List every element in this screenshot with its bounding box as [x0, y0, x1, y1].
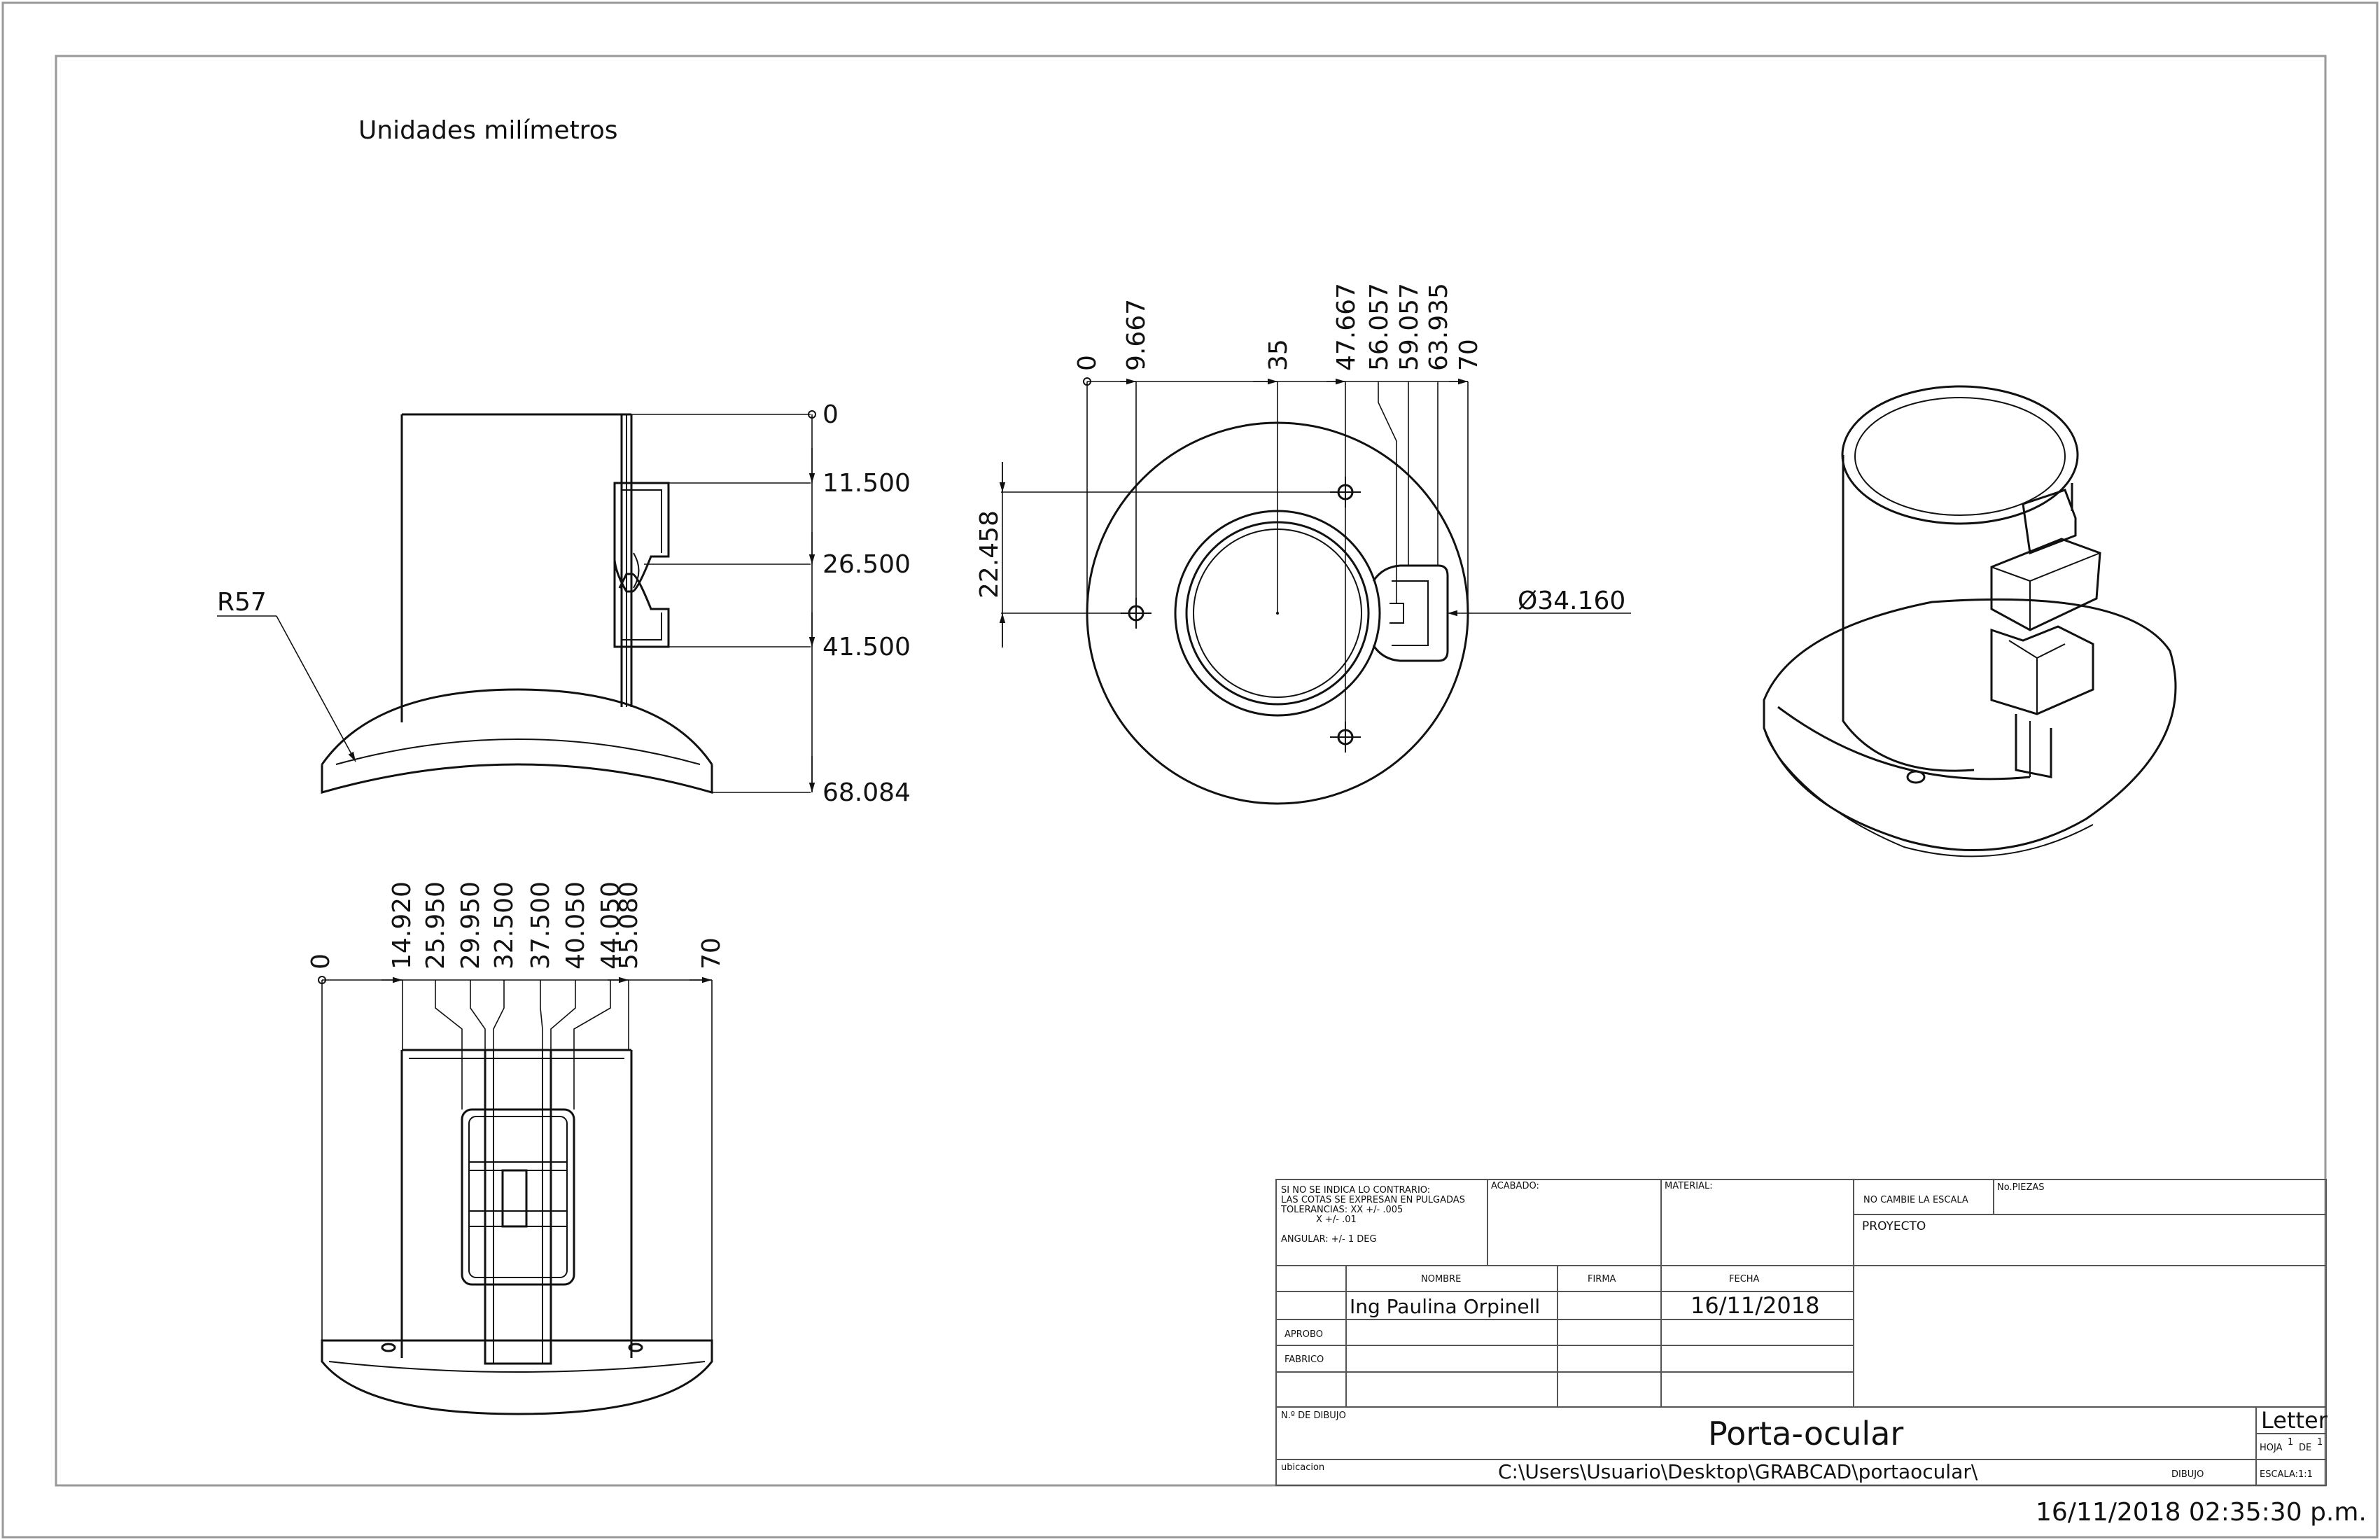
- top-dim-6: 63.935: [1424, 283, 1453, 371]
- side-dim-6: 40.050: [561, 881, 590, 969]
- front-dim-0: 0: [822, 400, 839, 429]
- units-note: Unidades milímetros: [358, 116, 617, 145]
- side-dim-3: 29.950: [456, 881, 485, 969]
- ubicacion-label: ubicacion: [1281, 1462, 1324, 1473]
- front-dim-3: 41.500: [822, 633, 911, 662]
- inner-border: [55, 55, 2327, 1487]
- top-dim-2: 35: [1264, 339, 1293, 371]
- col-fecha: FECHA: [1729, 1274, 1760, 1284]
- col-firma: FIRMA: [1588, 1274, 1616, 1284]
- side-view: 0 14.920 25.950 29.950 32.500 37.500 40.…: [307, 881, 726, 1415]
- acabado-label: ACABADO:: [1491, 1181, 1539, 1191]
- aprobo-label: APROBO: [1284, 1329, 1323, 1340]
- drawing-date: 16/11/2018: [1690, 1292, 1819, 1319]
- de-label: DE: [2299, 1443, 2311, 1453]
- col-nombre: NOMBRE: [1421, 1274, 1461, 1284]
- no-piezas-label: No.PIEZAS: [1997, 1182, 2045, 1193]
- hoja-label: HOJA: [2260, 1443, 2283, 1453]
- front-view: 0 11.500 26.500 41.500 68.084 R57: [217, 400, 911, 807]
- side-dim-7: 44.050: [596, 881, 625, 969]
- radius-label: R57: [217, 588, 267, 617]
- dibujo-no-label: N.º DE DIBUJO: [1281, 1410, 1346, 1421]
- file-path: C:\Users\Usuario\Desktop\GRABCAD\portaoc…: [1498, 1460, 1978, 1483]
- side-dim-2: 25.950: [421, 881, 450, 969]
- tolerance-line-1: SI NO SE INDICA LO CONTRARIO:: [1281, 1185, 1430, 1196]
- tolerance-line-3: TOLERANCIAS: XX +/- .005: [1280, 1205, 1403, 1215]
- tolerance-line-5: ANGULAR: +/- 1 DEG: [1281, 1234, 1377, 1245]
- print-timestamp: 16/11/2018 02:35:30 p.m.: [2036, 1498, 2367, 1527]
- top-dim-7: 70: [1455, 339, 1483, 371]
- side-dim-1: 14.920: [388, 881, 416, 969]
- isometric-view: [1763, 385, 2177, 858]
- fabrico-label: FABRICO: [1284, 1354, 1324, 1365]
- front-dim-4: 68.084: [822, 778, 911, 807]
- diameter-label: Ø34.160: [1518, 587, 1625, 615]
- dibujo-label: DIBUJO: [2171, 1469, 2204, 1480]
- top-dim-0: 0: [1073, 355, 1102, 371]
- escala-label: ESCALA:1:1: [2260, 1469, 2313, 1480]
- side-dim-8: 55.080: [615, 881, 643, 969]
- front-dim-1: 11.500: [822, 469, 911, 498]
- front-dim-2: 26.500: [822, 550, 911, 579]
- paper-size: Letter: [2261, 1407, 2328, 1434]
- side-dim-0: 0: [307, 953, 335, 969]
- side-dim-4: 32.500: [490, 881, 519, 969]
- top-dim-1: 9.667: [1122, 299, 1151, 371]
- top-dim-5: 59.057: [1395, 283, 1424, 371]
- side-dim-9: 70: [697, 937, 726, 969]
- top-view: 0 9.667 35 47.667 56.057 59.057 63.935 7…: [975, 283, 1631, 805]
- title-block: SI NO SE INDICA LO CONTRARIO: LAS COTAS …: [1275, 1179, 2328, 1486]
- hoja-number: 1: [2288, 1437, 2293, 1448]
- side-dim-5: 37.500: [526, 881, 555, 969]
- top-dim-4: 56.057: [1365, 283, 1394, 371]
- drawing-title: Porta-ocular: [1708, 1415, 1903, 1452]
- top-dim-3: 47.667: [1332, 283, 1361, 371]
- de-number: 1: [2317, 1437, 2323, 1448]
- tolerance-line-2: LAS COTAS SE EXPRESAN EN PULGADAS: [1281, 1195, 1465, 1205]
- proyecto-label: PROYECTO: [1862, 1219, 1926, 1233]
- author-name: Ing Paulina Orpinell: [1350, 1295, 1540, 1318]
- tolerance-line-4: X +/- .01: [1316, 1214, 1357, 1225]
- top-dim-vertical: 22.458: [975, 510, 1004, 598]
- material-label: MATERIAL:: [1665, 1181, 1713, 1191]
- no-cambie-label: NO CAMBIE LA ESCALA: [1863, 1195, 1968, 1205]
